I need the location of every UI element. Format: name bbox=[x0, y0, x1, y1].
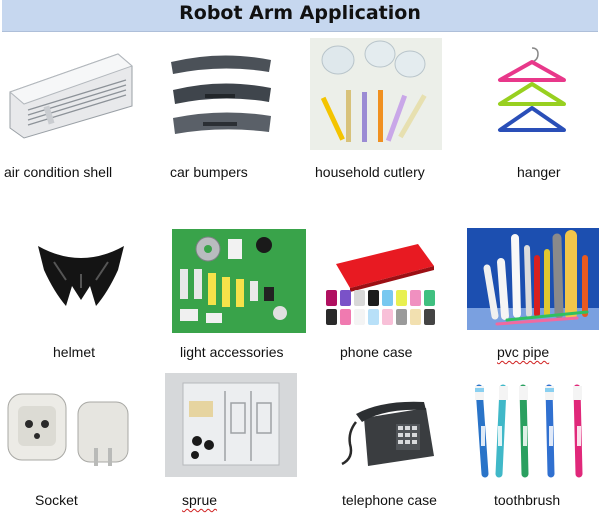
item-label: hanger bbox=[517, 164, 561, 180]
page-title: Robot Arm Application bbox=[179, 2, 421, 24]
telephone-icon bbox=[334, 394, 436, 472]
item-label: light accessories bbox=[180, 344, 284, 360]
item-label: phone case bbox=[340, 344, 413, 360]
item-label: household cutlery bbox=[315, 164, 425, 180]
socket-icon bbox=[4, 388, 132, 470]
item-label: pvc pipe bbox=[497, 344, 550, 360]
hanger-icon bbox=[492, 44, 572, 144]
phone-case-icon bbox=[322, 238, 442, 328]
title-banner: Robot Arm Application bbox=[2, 0, 598, 32]
sprue-icon bbox=[165, 373, 297, 477]
item-label: helmet bbox=[53, 344, 96, 360]
light-accessories-icon bbox=[172, 229, 306, 333]
item-label: air condition shell bbox=[4, 164, 113, 180]
item-label: telephone case bbox=[342, 492, 437, 508]
item-label: Socket bbox=[35, 492, 78, 508]
item-label: sprue bbox=[182, 492, 218, 508]
helmet-icon bbox=[34, 240, 128, 308]
toothbrush-icon bbox=[467, 380, 595, 478]
pvc-pipe-icon bbox=[467, 228, 599, 330]
cutlery-icon bbox=[310, 38, 442, 150]
car-bumper-icon bbox=[165, 48, 277, 138]
item-label: car bumpers bbox=[170, 164, 248, 180]
air-conditioner-icon bbox=[6, 48, 134, 140]
item-label: toothbrush bbox=[494, 492, 561, 508]
